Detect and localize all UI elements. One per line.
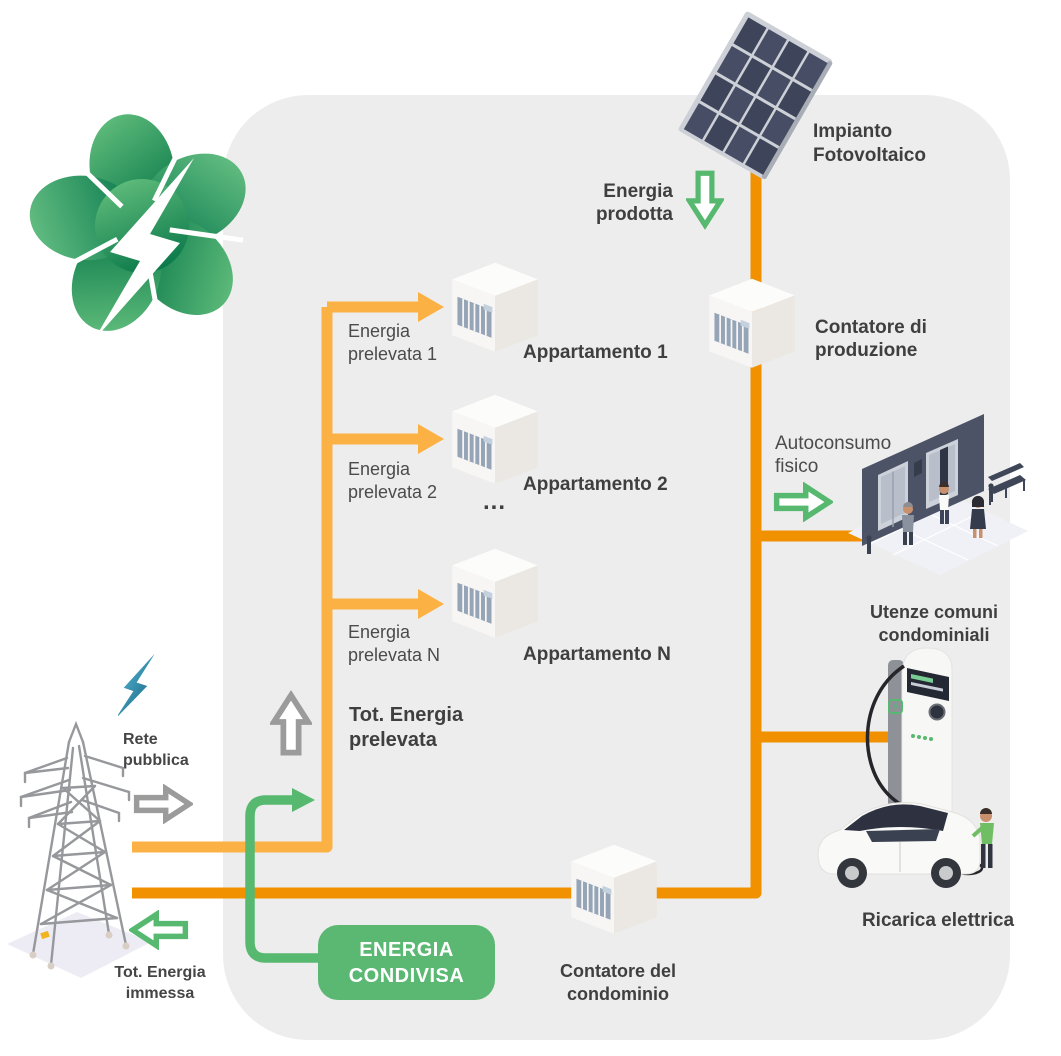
- rete-pubblica-arrow-right-icon: [133, 784, 193, 824]
- logo-lightning-bolt-icon: [94, 158, 194, 340]
- autoconsumo-arrow-right-icon: [772, 482, 834, 522]
- condominium-meter-label: Contatore del condominio: [559, 961, 676, 1004]
- grid-lightning-icon: [118, 653, 155, 719]
- energia-prodotta-arrow-down-icon: [686, 168, 724, 232]
- tot-energia-prelevata-label: Tot. Energia prelevata: [349, 704, 464, 751]
- ricarica-elettrica-label: Ricarica elettrica: [861, 910, 1015, 931]
- apartment-1-label: Appartamento 1: [523, 342, 668, 363]
- energia-prelevata-1-label: Energia prelevata 1: [348, 321, 438, 364]
- rete-pubblica-label: Rete pubblica: [123, 731, 189, 769]
- car-icon: [817, 802, 981, 888]
- energy-community-logo: [29, 114, 246, 340]
- apartments-ellipsis: ...: [483, 488, 507, 515]
- condominium-meter-icon: [566, 842, 662, 947]
- apartment-2-label: Appartamento 2: [523, 474, 668, 495]
- person-icon: [939, 482, 949, 524]
- solar-plant-label: Impianto Fotovoltaico: [813, 121, 926, 166]
- tot-prelevata-arrow-up-icon: [270, 689, 312, 757]
- apartment-n-meter-icon: [447, 546, 543, 651]
- energia-prodotta-label: Energia prodotta: [595, 181, 673, 225]
- condominium-lobby-icon: [848, 414, 1028, 575]
- solar-panel-icon: [678, 11, 833, 179]
- apartment-n-label: Appartamento N: [523, 644, 671, 665]
- grid-line-light: [132, 301, 420, 853]
- energia-prelevata-n-label: Energia prelevata N: [348, 622, 441, 665]
- feeder-arrowheads: [418, 292, 444, 619]
- autoconsumo-label: Autoconsumo fisico: [775, 433, 892, 477]
- production-meter-label: Contatore di produzione: [815, 317, 927, 361]
- electricity-pylon-icon: [7, 720, 151, 978]
- person-icon: [971, 808, 994, 868]
- production-meter-icon: [704, 276, 800, 381]
- tot-immessa-arrow-left-icon: [128, 910, 190, 950]
- ev-charging-icon: [817, 647, 994, 888]
- energia-prelevata-2-label: Energia prelevata 2: [348, 459, 438, 502]
- bench-icon: [988, 463, 1026, 505]
- grid-line-dark: [132, 152, 912, 899]
- person-icon: [902, 502, 914, 545]
- tot-energia-immessa-label: Tot. Energia immessa: [114, 964, 206, 1002]
- utenze-comuni-label: Utenze comuni condominiali: [869, 602, 998, 645]
- person-icon: [970, 495, 986, 538]
- energia-condivisa-badge: ENERGIA CONDIVISA: [318, 925, 495, 1000]
